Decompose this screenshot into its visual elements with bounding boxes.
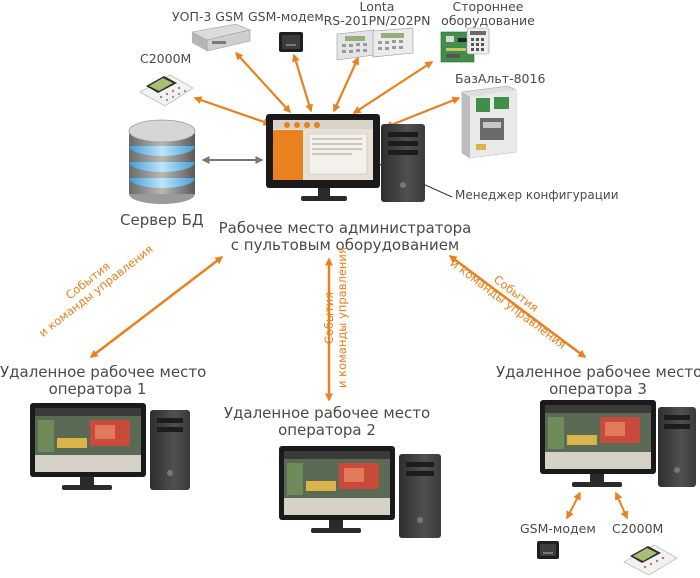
gsm-modem-top-icon [279, 32, 303, 52]
label-operator-3-line1: Удаленное рабочее место [496, 363, 700, 381]
link-gsm-top [292, 53, 313, 113]
operator-1-workstation-icon [30, 403, 190, 490]
label-uop3: УОП-3 GSM [172, 9, 244, 24]
database-server-icon [128, 119, 196, 204]
label-operator-1-line1: Удаленное рабочее место [0, 363, 207, 381]
label-operator-1: Удаленное рабочее место оператора 1 [0, 363, 207, 398]
label-thirdparty-line1: Стороннее [452, 0, 524, 14]
label-operator-3-line2: оператора 3 [549, 379, 647, 398]
label-operator-2-line2: оператора 2 [278, 420, 376, 439]
label-lonta-line2: RS-201PN/202PN [323, 13, 431, 28]
link-gsm-bottom [566, 491, 581, 520]
label-s2000m-bottom: С2000М [612, 521, 664, 536]
bazalt-panel-icon [461, 85, 517, 159]
label-admin-line2: с пультовым оборудованием [230, 235, 460, 254]
uop3-device-icon [191, 23, 251, 52]
label-gsm-modem-top: GSM-модем [248, 9, 324, 24]
label-operator-3: Удаленное рабочее место оператора 3 [496, 364, 700, 398]
link-label-center-line1: События [322, 291, 337, 345]
label-operator-2-line1: Удаленное рабочее место [223, 404, 431, 422]
link-operator-1 [89, 256, 224, 358]
link-s2000m-top [193, 96, 272, 126]
label-admin-line1: Рабочее место администратора [218, 219, 472, 237]
label-gsm-modem-bottom: GSM-модем [520, 521, 596, 536]
gsm-modem-bottom-icon [537, 541, 559, 559]
label-thirdparty: Стороннее оборудование [432, 0, 544, 28]
label-bazalt: БазАльт-8016 [455, 71, 546, 86]
label-lonta: Lonta RS-201PN/202PN [322, 0, 432, 28]
label-operator-1-line2: оператора 1 [48, 379, 147, 398]
label-admin-workstation: Рабочее место администратора с пультовым… [200, 220, 490, 254]
link-bazalt [384, 96, 461, 129]
admin-workstation-icon [266, 114, 425, 202]
label-config-manager: Менеджер конфигурации [455, 188, 619, 202]
operator-3-workstation-icon [540, 400, 696, 487]
link-thirdparty [352, 61, 434, 114]
operator-links [89, 254, 629, 520]
thirdparty-board-icon [440, 27, 490, 63]
link-s2000m-bottom [614, 491, 629, 520]
device-links [193, 51, 461, 129]
link-operator-3 [448, 254, 587, 359]
label-s2000m-top: С2000М [140, 51, 192, 66]
lonta-keypad-icon [336, 27, 414, 61]
link-lonta [332, 56, 360, 113]
label-operator-2: Удаленное рабочее место оператора 2 [222, 405, 432, 439]
label-thirdparty-line2: оборудование [441, 13, 535, 28]
label-server: Сервер БД [120, 211, 204, 229]
label-lonta-line1: Lonta [359, 0, 395, 14]
s2000m-keypad-top-icon [139, 74, 194, 107]
link-uop3 [234, 51, 292, 114]
operator-2-workstation-icon [279, 446, 441, 538]
s2000m-keypad-bottom-icon [623, 544, 678, 576]
link-label-center-line2: и команды управления [335, 247, 349, 388]
link-label-center: События и команды управления [322, 247, 349, 388]
